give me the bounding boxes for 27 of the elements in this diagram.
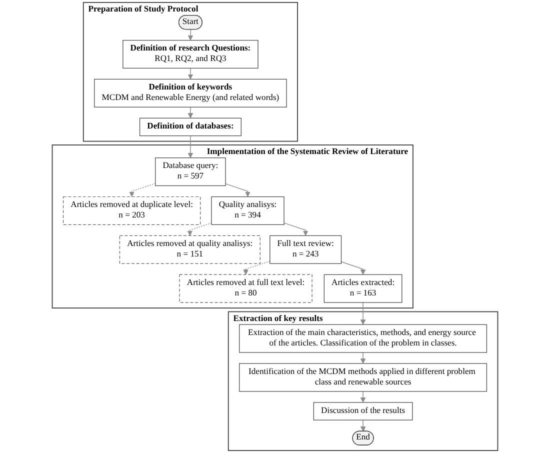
node-box: Definition of research Questions: RQ1, RQ2, and RQ3 [122,40,258,68]
arrow [188,135,194,158]
arrow [340,261,366,275]
node-box: Identification of the MCDM methods applied in different problem class and renewable sources [239,363,488,392]
arrow [360,302,366,325]
node-box: Articles extracted: n = 163 [324,274,402,303]
arrow [243,260,270,275]
arrow [188,106,194,118]
arrow [129,183,156,197]
node-box: Extraction of the main characteristics, methods, and energy source of the articles. Classification of the problem in classes. [239,324,488,353]
node-box: Articles removed at quality analisys: n = 151 [119,235,260,264]
arrow [225,183,250,197]
node-box: Full text review: n = 243 [270,235,342,264]
node-box: Definition of keywords MCDM and Renewable Energy (and related words) [94,78,287,108]
arrow [188,29,194,41]
node-box: Definition of databases: [139,118,242,136]
arrow [360,420,366,432]
node-box: Articles removed at duplicate level: n = 203 [62,196,201,225]
arrow [360,352,366,364]
node-box: Quality analisys: n = 394 [211,196,284,225]
arrow [360,391,366,403]
node-box: Database query: n = 597 [155,158,226,186]
node-box: Articles removed at full text level: n = 80 [179,274,312,303]
arrow [284,222,308,236]
arrow [188,68,194,80]
node-box: Discussion of the results [313,402,413,420]
arrow [187,222,212,236]
